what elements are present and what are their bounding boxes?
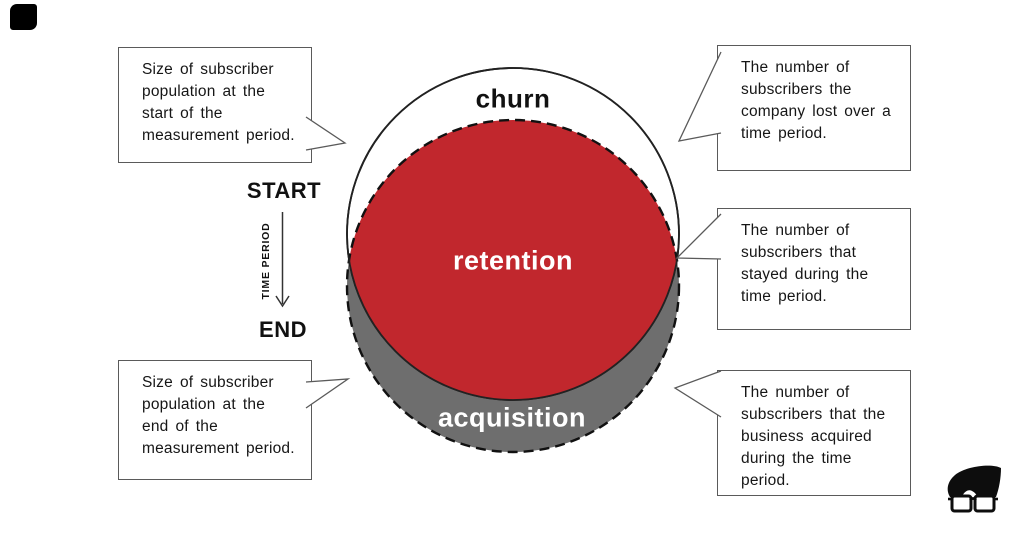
time-period-arrow xyxy=(275,212,290,308)
callout-acquisition-definition: The number of subscribers that the busin… xyxy=(717,370,911,496)
tail-churn xyxy=(677,51,722,142)
tail-acquisition xyxy=(673,370,722,418)
hair-icon xyxy=(947,465,1001,497)
tail-end-population xyxy=(305,378,351,409)
callout-churn-definition: The number of subscribers the company lo… xyxy=(717,45,911,171)
callout-churn-definition-text: The number of subscribers the company lo… xyxy=(741,59,892,142)
callout-retention-definition-text: The number of subscribers that stayed du… xyxy=(741,222,869,305)
timeline-axis-label: TIME PERIOD xyxy=(260,222,272,300)
retention-label: retention xyxy=(452,245,574,276)
nerd-hair-glasses-logo xyxy=(947,465,1001,513)
acquisition-label: acquisition xyxy=(437,402,587,433)
callout-retention-definition: The number of subscribers that stayed du… xyxy=(717,208,911,330)
timeline-start-label: START xyxy=(246,178,322,203)
callout-start-population: Size of subscriber population at the sta… xyxy=(118,47,312,163)
callout-acquisition-definition-text: The number of subscribers that the busin… xyxy=(741,384,886,489)
glasses-bridge xyxy=(969,497,977,501)
callout-end-population-text: Size of subscriber population at the end… xyxy=(142,374,295,457)
start-period-circle-outline xyxy=(346,67,680,401)
tail-retention xyxy=(675,213,722,260)
glasses-icon xyxy=(950,494,996,513)
corner-logo-square xyxy=(10,4,37,30)
callout-end-population: Size of subscriber population at the end… xyxy=(118,360,312,480)
churn-label: churn xyxy=(475,83,551,114)
timeline-end-label: END xyxy=(259,317,307,342)
start-period-circle xyxy=(346,67,680,401)
callout-start-population-text: Size of subscriber population at the sta… xyxy=(142,61,295,144)
